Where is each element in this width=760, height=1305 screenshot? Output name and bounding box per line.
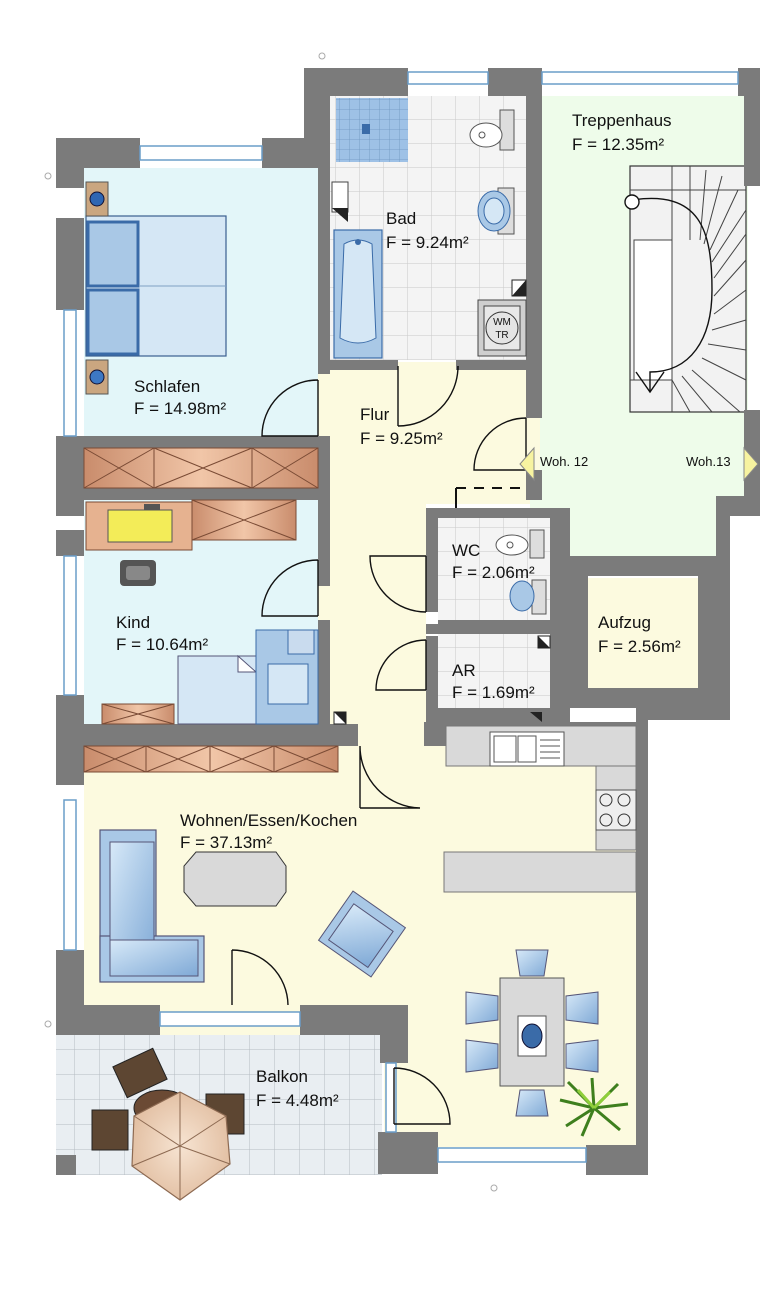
bad-name: Bad: [386, 209, 416, 228]
kitchen: [443, 725, 637, 893]
flur-name: Flur: [360, 405, 390, 424]
balcony-furniture: [91, 1047, 245, 1201]
survey-markers: [44, 52, 498, 1192]
treppenhaus-name: Treppenhaus: [572, 111, 672, 130]
plant-icon: [559, 1077, 629, 1137]
balkon-name: Balkon: [256, 1067, 308, 1086]
washer-label: WM: [493, 317, 511, 328]
windows: [63, 71, 739, 1163]
ar-name: AR: [452, 661, 476, 680]
floor-aufzug: [588, 578, 698, 688]
arrow-right-icon: [743, 446, 759, 482]
bad-area: F = 9.24m²: [386, 233, 469, 252]
doors: [231, 365, 527, 1125]
treppenhaus-area: F = 12.35m²: [572, 135, 664, 154]
wohnen-area: F = 37.13m²: [180, 833, 272, 852]
aufzug-area: F = 2.56m²: [598, 637, 681, 656]
floor-flur-top: [318, 362, 540, 504]
kind-area: F = 10.64m²: [116, 635, 208, 654]
wohnen-name: Wohnen/Essen/Kochen: [180, 811, 357, 830]
kind-name: Kind: [116, 613, 150, 632]
kids-room-furniture: [85, 501, 319, 725]
double-bed: [85, 181, 227, 395]
wc-name: WC: [452, 541, 480, 560]
room-labels: Treppenhaus F = 12.35m² Bad F = 9.24m² S…: [116, 111, 731, 1110]
unit-left-label: Woh. 12: [540, 454, 588, 469]
ar-area: F = 1.69m²: [452, 683, 535, 702]
floor-ar: [438, 634, 550, 708]
arrow-left-icon: [519, 446, 535, 482]
aufzug-name: Aufzug: [598, 613, 651, 632]
wc-area: F = 2.06m²: [452, 563, 535, 582]
shower-tray: [336, 98, 408, 162]
dryer-label: TR: [495, 330, 508, 341]
flur-area: F = 9.25m²: [360, 429, 443, 448]
schlafen-name: Schlafen: [134, 377, 200, 396]
living-room-furniture: [99, 829, 629, 1137]
walls: [56, 68, 760, 1175]
balkon-area: F = 4.48m²: [256, 1091, 339, 1110]
wc-fixtures: [333, 529, 551, 725]
bathroom-fixtures: WM TR: [331, 109, 527, 359]
schlafen-area: F = 14.98m²: [134, 399, 226, 418]
unit-right-label: Woh.13: [686, 454, 731, 469]
unit-arrows: [519, 446, 759, 482]
staircase: [624, 165, 747, 413]
